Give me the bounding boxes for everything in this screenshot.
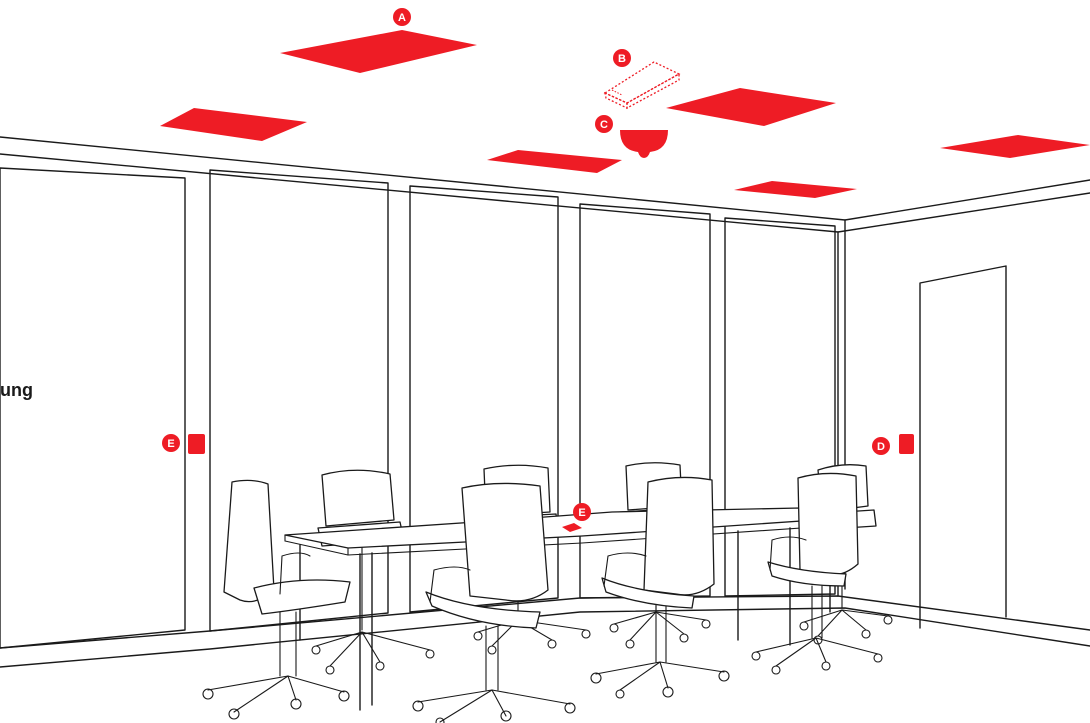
ceiling-dome-device (620, 130, 668, 158)
marker-e-wall: E (162, 434, 180, 452)
marker-e-table: E (573, 503, 591, 521)
marker-b: B (613, 49, 631, 67)
svg-text:E: E (578, 507, 585, 519)
wall-device-d (899, 434, 914, 454)
ceiling-panel (160, 108, 307, 141)
wall-device-e (188, 434, 205, 454)
svg-text:B: B (618, 53, 626, 65)
marker-a: A (393, 8, 411, 26)
ceiling-panel (280, 30, 477, 73)
svg-text:E: E (167, 438, 174, 450)
door (920, 266, 1006, 628)
ceiling-panel (487, 150, 622, 173)
wall-panel-1 (0, 168, 185, 648)
office-chair (591, 477, 729, 698)
svg-text:A: A (398, 12, 406, 24)
marker-c: C (595, 115, 613, 133)
side-label: ung (0, 380, 33, 401)
ceiling-panel (734, 181, 857, 198)
conference-table (203, 463, 892, 723)
marker-d: D (872, 437, 890, 455)
ceiling-panel (940, 135, 1090, 158)
svg-text:C: C (600, 119, 608, 131)
ceiling-sensor-box (605, 62, 679, 108)
ceiling-panel (666, 88, 836, 126)
office-chair (312, 470, 434, 674)
svg-text:D: D (877, 441, 885, 453)
